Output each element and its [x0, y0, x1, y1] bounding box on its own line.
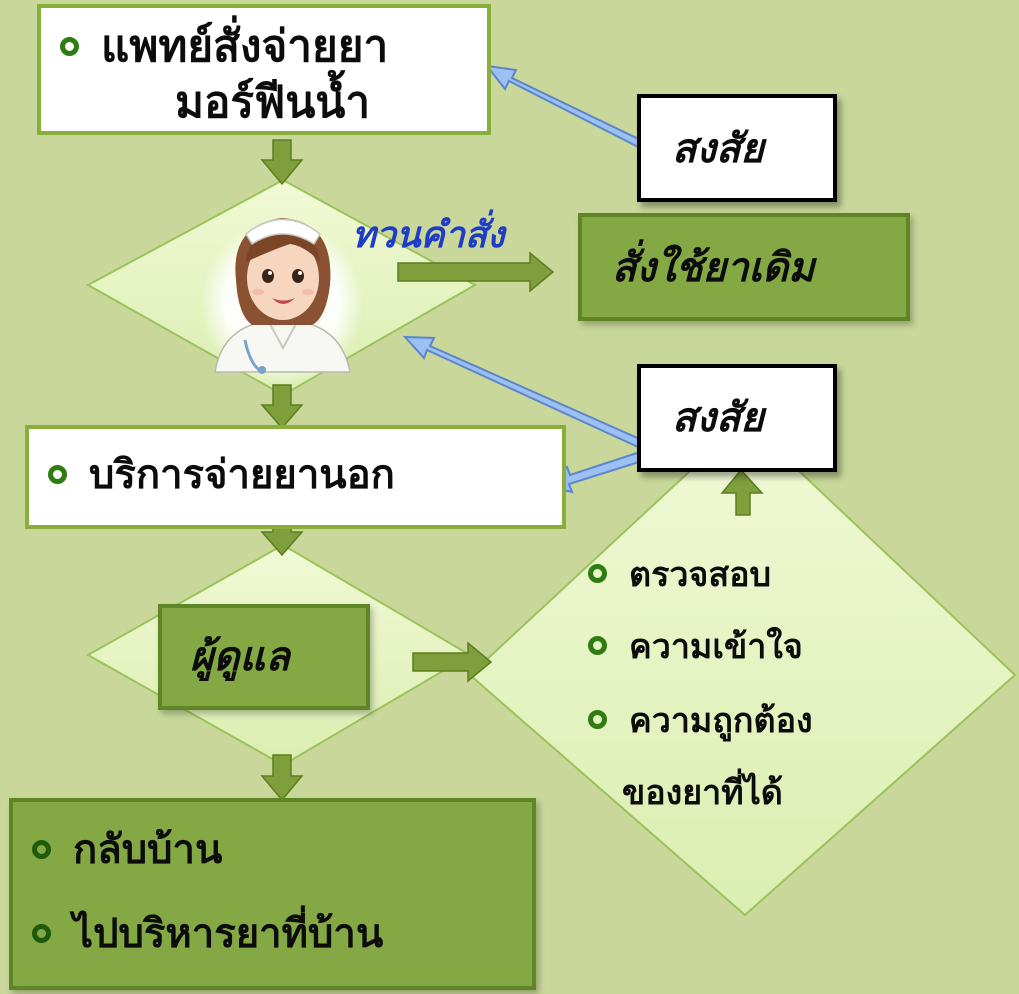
arrow-down-2	[260, 384, 304, 430]
top-box-line2: มอร์ฟีนน้ำ	[175, 77, 371, 128]
caregiver-box	[158, 604, 370, 710]
reorder-label: สั่งใช้ยาเดิม	[612, 245, 815, 291]
bullet-icon	[32, 839, 51, 859]
nurse-avatar	[200, 218, 364, 385]
bullet-icon	[48, 464, 67, 484]
bullet-icon	[32, 923, 51, 943]
dispense-line: บริการจ่ายยานอก	[48, 448, 395, 502]
arrow-up-check	[720, 468, 764, 516]
flow-arrows-right	[397, 251, 555, 683]
top-box-line1: แพทย์สั่งจ่ายยา	[60, 18, 388, 76]
check-item-3: ความถูกต้อง	[588, 698, 813, 744]
top-box-prescribe	[37, 4, 491, 135]
home-item-2: ไปบริหารยาที่บ้าน	[32, 906, 383, 962]
doubt-box-2	[637, 364, 837, 472]
doubt-label-1: สงสัย	[672, 126, 764, 172]
arrow-right-caregiver	[412, 641, 493, 683]
bullet-icon	[60, 36, 79, 56]
arrow-down-4	[260, 754, 304, 802]
bullet-icon	[588, 710, 607, 729]
review-label: ทวนคำสั่ง	[352, 215, 505, 256]
check-item-1: ตรวจสอบ	[588, 552, 771, 598]
doubt-box-1	[637, 94, 837, 202]
home-box	[9, 798, 536, 990]
arrow-doubt-to-top	[484, 64, 653, 154]
doubt-label-2: สงสัย	[672, 395, 764, 441]
arrow-doubt-to-nurse	[402, 335, 644, 449]
home-item-1: กลับบ้าน	[32, 822, 222, 878]
check-item-2: ความเข้าใจ	[588, 624, 803, 670]
arrow-right-review	[397, 251, 555, 293]
bullet-icon	[588, 564, 607, 583]
bullet-icon	[588, 636, 607, 655]
feedback-arrows	[402, 64, 653, 494]
arrow-down-1	[260, 139, 304, 186]
check-item-4: ของยาที่ได้	[622, 773, 783, 813]
reorder-box	[578, 213, 910, 321]
flow-arrows-down	[260, 139, 304, 802]
caregiver-label: ผู้ดูแล	[190, 634, 290, 680]
check-diamond	[468, 418, 1017, 917]
dispense-box	[25, 425, 566, 529]
